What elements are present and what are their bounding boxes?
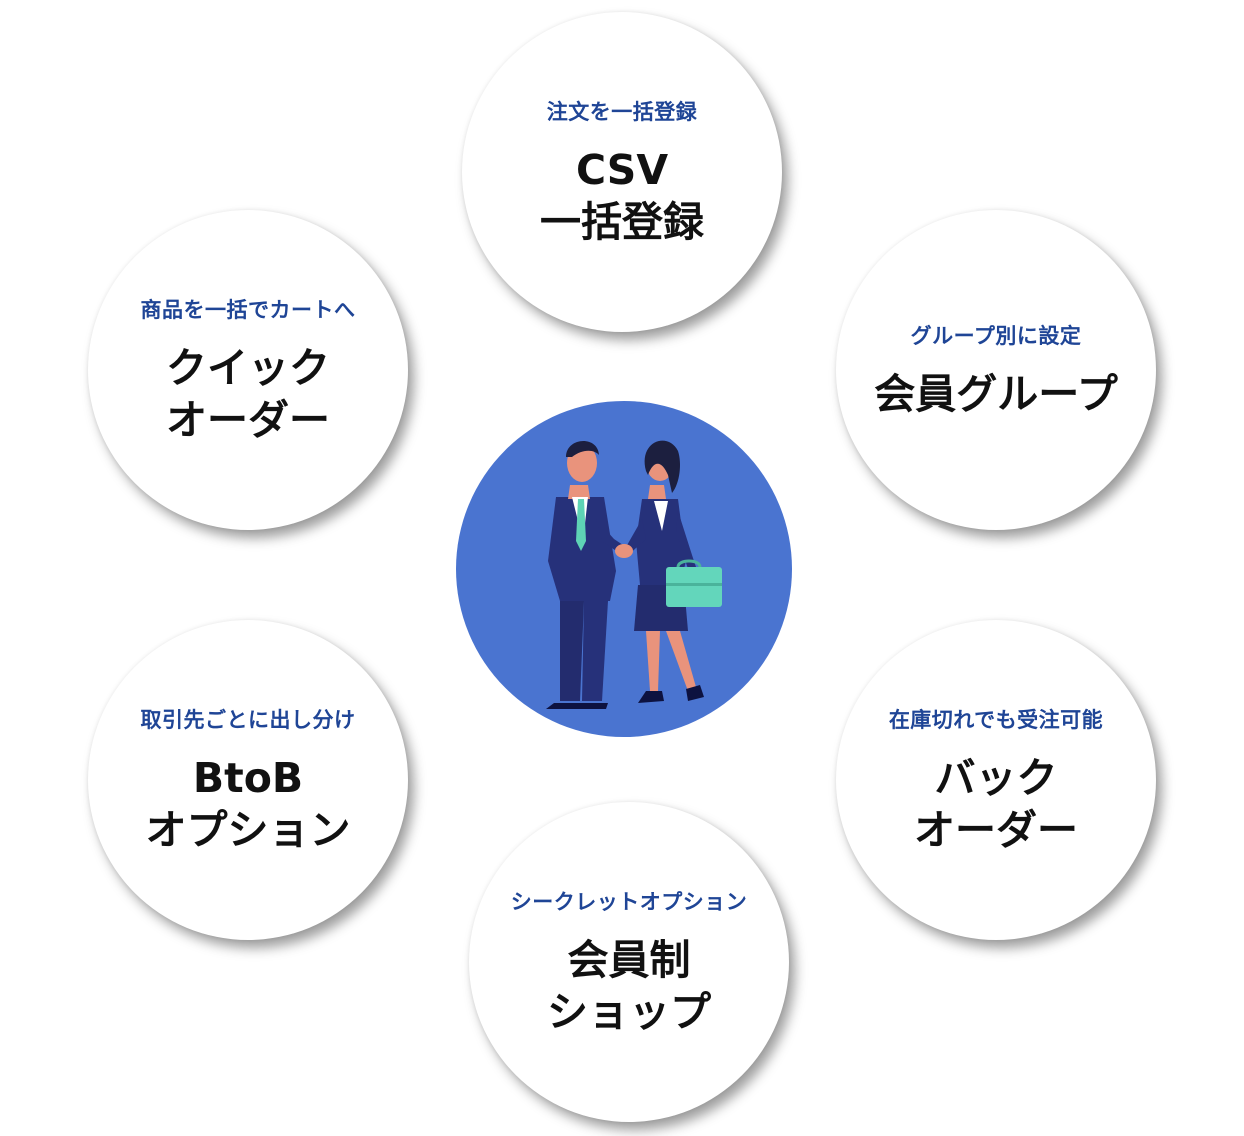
tie <box>576 499 586 551</box>
feature-title: 会員制 ショップ <box>547 935 711 1036</box>
feature-subtitle: 在庫切れでも受注可能 <box>888 707 1104 732</box>
feature-title: バック オーダー <box>914 753 1078 854</box>
feature-title: BtoB オプション <box>145 753 351 854</box>
feature-subtitle: 商品を一括でカートへ <box>140 297 356 322</box>
feature-subtitle: シークレットオプション <box>510 889 748 914</box>
feature-quick-order: 商品を一括でカートへ クイック オーダー <box>88 210 408 530</box>
feature-title: クイック オーダー <box>166 343 330 444</box>
feature-btob-option: 取引先ごとに出し分け BtoB オプション <box>88 620 408 940</box>
feature-back-order: 在庫切れでも受注可能 バック オーダー <box>836 620 1156 940</box>
feature-subtitle: グループ別に設定 <box>910 323 1082 348</box>
handshake <box>615 544 633 558</box>
feature-title: 会員グループ <box>874 369 1118 418</box>
center-circle-background <box>456 401 792 737</box>
business-handshake-illustration <box>456 401 792 737</box>
businessman-figure <box>546 440 626 709</box>
feature-title: CSV 一括登録 <box>540 145 704 246</box>
briefcase <box>666 559 722 607</box>
feature-subtitle: 注文を一括登録 <box>546 99 698 124</box>
feature-members-only-shop: シークレットオプション 会員制 ショップ <box>469 802 789 1122</box>
feature-member-group: グループ別に設定 会員グループ <box>836 210 1156 530</box>
feature-csv-bulk-registration: 注文を一括登録 CSV 一括登録 <box>462 12 782 332</box>
feature-subtitle: 取引先ごとに出し分け <box>140 707 356 732</box>
